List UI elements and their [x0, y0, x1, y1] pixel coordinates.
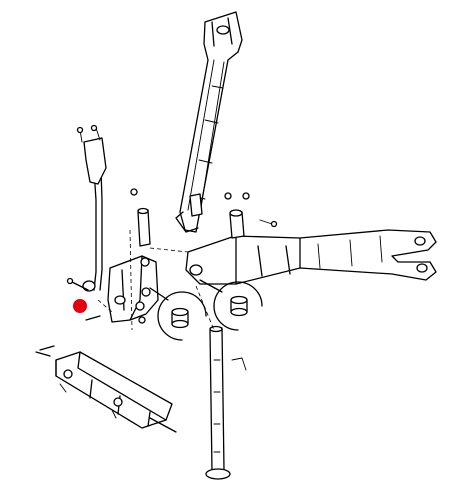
hitch-pins	[66, 193, 278, 321]
bushing-detail-right	[199, 279, 263, 331]
red-marker-dot	[73, 299, 87, 313]
bushing-detail-left	[149, 287, 207, 341]
support-stand	[205, 325, 231, 480]
lift-rod	[76, 124, 138, 292]
upper-link-arm	[175, 11, 243, 233]
mounting-bracket	[107, 255, 159, 323]
drawbar-frame	[35, 345, 177, 433]
lower-link-arm	[185, 229, 437, 285]
assembly-guides	[97, 229, 215, 331]
fasteners	[135, 192, 250, 371]
